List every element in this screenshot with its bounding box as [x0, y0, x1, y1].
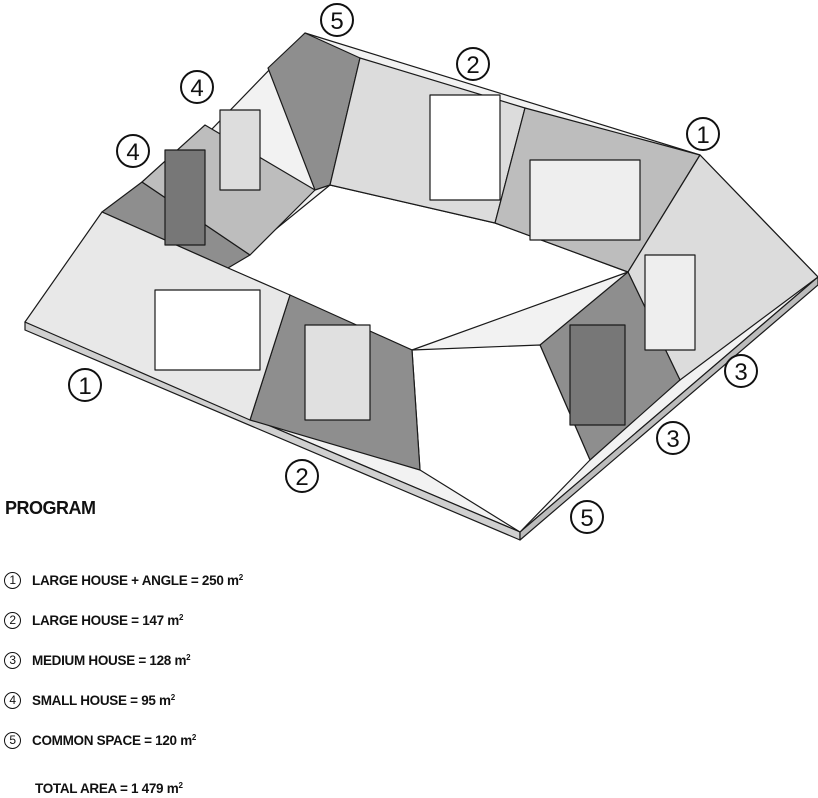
svg-text:2: 2: [295, 464, 308, 491]
legend-item-5: 5 COMMON SPACE = 120 m2: [4, 720, 243, 760]
house-block-2: [304, 324, 371, 421]
legend-number: 4: [4, 691, 21, 709]
svg-text:4: 4: [126, 139, 139, 166]
callout-5-top: 5: [320, 3, 354, 37]
callout-1-front: 1: [68, 368, 102, 402]
callout-4-left: 4: [116, 134, 150, 168]
callout-4-left-top: 4: [180, 70, 214, 104]
legend-number: 2: [4, 611, 21, 629]
house-block-6: [569, 324, 626, 426]
legend-item-4: 4 SMALL HOUSE = 95 m2: [4, 680, 243, 720]
base-slab-edge-right: [519, 276, 818, 541]
house-block-3: [429, 94, 501, 201]
svg-text:4: 4: [190, 75, 203, 102]
callout-2-back: 2: [456, 47, 490, 81]
legend-item-1: 1 LARGE HOUSE + ANGLE = 250 m2: [4, 560, 243, 600]
svg-text:2: 2: [466, 52, 479, 79]
house-block-4: [529, 159, 641, 241]
legend-number: 1: [4, 571, 21, 589]
program-title: PROGRAM: [5, 498, 96, 518]
callout-2-front: 2: [285, 459, 319, 493]
callout-3-right: 3: [724, 354, 758, 388]
svg-text:1: 1: [696, 122, 709, 149]
svg-text:3: 3: [734, 359, 747, 386]
svg-text:3: 3: [666, 426, 679, 453]
legend-label: MEDIUM HOUSE = 128 m2: [32, 652, 191, 668]
total-area: TOTAL AREA = 1 479 m2: [35, 781, 183, 796]
axonometric-diagram: 1 2 3 3 4 4 5 5 1 2: [24, 3, 818, 541]
house-block-1: [154, 289, 261, 371]
legend-item-3: 3 MEDIUM HOUSE = 128 m2: [4, 640, 243, 680]
house-block-7: [164, 149, 206, 246]
legend-label: SMALL HOUSE = 95 m2: [32, 692, 175, 708]
svg-text:5: 5: [330, 8, 343, 35]
legend-number: 3: [4, 651, 21, 669]
svg-text:5: 5: [580, 505, 593, 532]
house-block-8: [219, 109, 261, 191]
callout-5-front: 5: [570, 500, 604, 534]
program-legend: 1 LARGE HOUSE + ANGLE = 250 m2 2 LARGE H…: [4, 560, 243, 760]
callout-3-front-right: 3: [656, 421, 690, 455]
legend-label: COMMON SPACE = 120 m2: [32, 732, 197, 748]
callout-1-back: 1: [686, 117, 720, 151]
legend-label: LARGE HOUSE + ANGLE = 250 m2: [32, 572, 243, 588]
svg-text:1: 1: [78, 373, 91, 400]
house-block-5: [644, 254, 696, 351]
legend-label: LARGE HOUSE = 147 m2: [32, 612, 184, 628]
legend-item-2: 2 LARGE HOUSE = 147 m2: [4, 600, 243, 640]
legend-number: 5: [4, 731, 21, 749]
